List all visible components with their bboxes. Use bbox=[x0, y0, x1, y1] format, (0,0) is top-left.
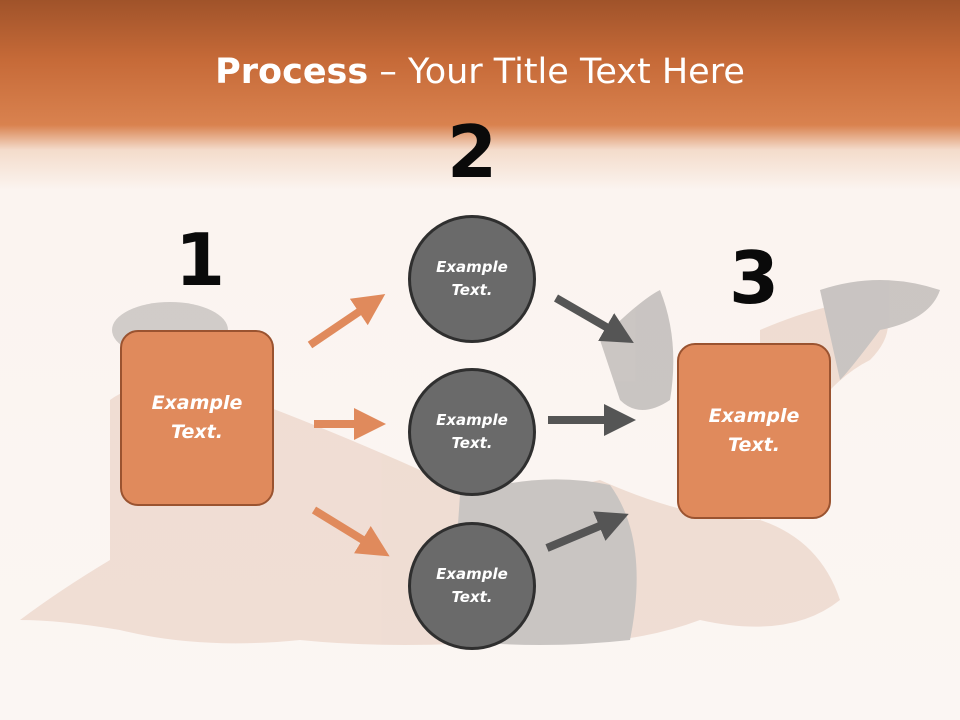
step-box-3-line1: Example bbox=[708, 405, 800, 427]
step-box-1-line2: Text. bbox=[171, 421, 223, 443]
step-number-2: 2 bbox=[446, 110, 498, 194]
step-number-1: 1 bbox=[174, 218, 226, 302]
title-bold: Process bbox=[215, 52, 369, 92]
step-number-3: 3 bbox=[728, 236, 780, 320]
process-circle-2[interactable]: Example Text. bbox=[408, 368, 536, 496]
circle-2-line2: Text. bbox=[451, 434, 493, 452]
circle-2-line1: Example bbox=[436, 411, 508, 429]
process-circle-3[interactable]: Example Text. bbox=[408, 522, 536, 650]
slide-title: Process – Your Title Text Here bbox=[0, 52, 960, 92]
title-rest: – Your Title Text Here bbox=[368, 52, 745, 92]
arrow-circle-1-to-3 bbox=[553, 294, 634, 344]
circle-3-line1: Example bbox=[436, 565, 508, 583]
circle-1-line2: Text. bbox=[451, 281, 493, 299]
arrow-1-to-circle-1 bbox=[307, 294, 386, 349]
step-box-3[interactable]: Example Text. bbox=[677, 343, 831, 519]
step-box-1[interactable]: Example Text. bbox=[120, 330, 274, 506]
step-box-1-line1: Example bbox=[151, 392, 243, 414]
circle-3-line2: Text. bbox=[451, 588, 493, 606]
step-box-3-line2: Text. bbox=[728, 434, 780, 456]
arrow-circle-3-to-3 bbox=[545, 511, 629, 552]
circle-1-line1: Example bbox=[436, 258, 508, 276]
process-circle-1[interactable]: Example Text. bbox=[408, 215, 536, 343]
arrow-1-to-circle-3 bbox=[311, 506, 390, 557]
